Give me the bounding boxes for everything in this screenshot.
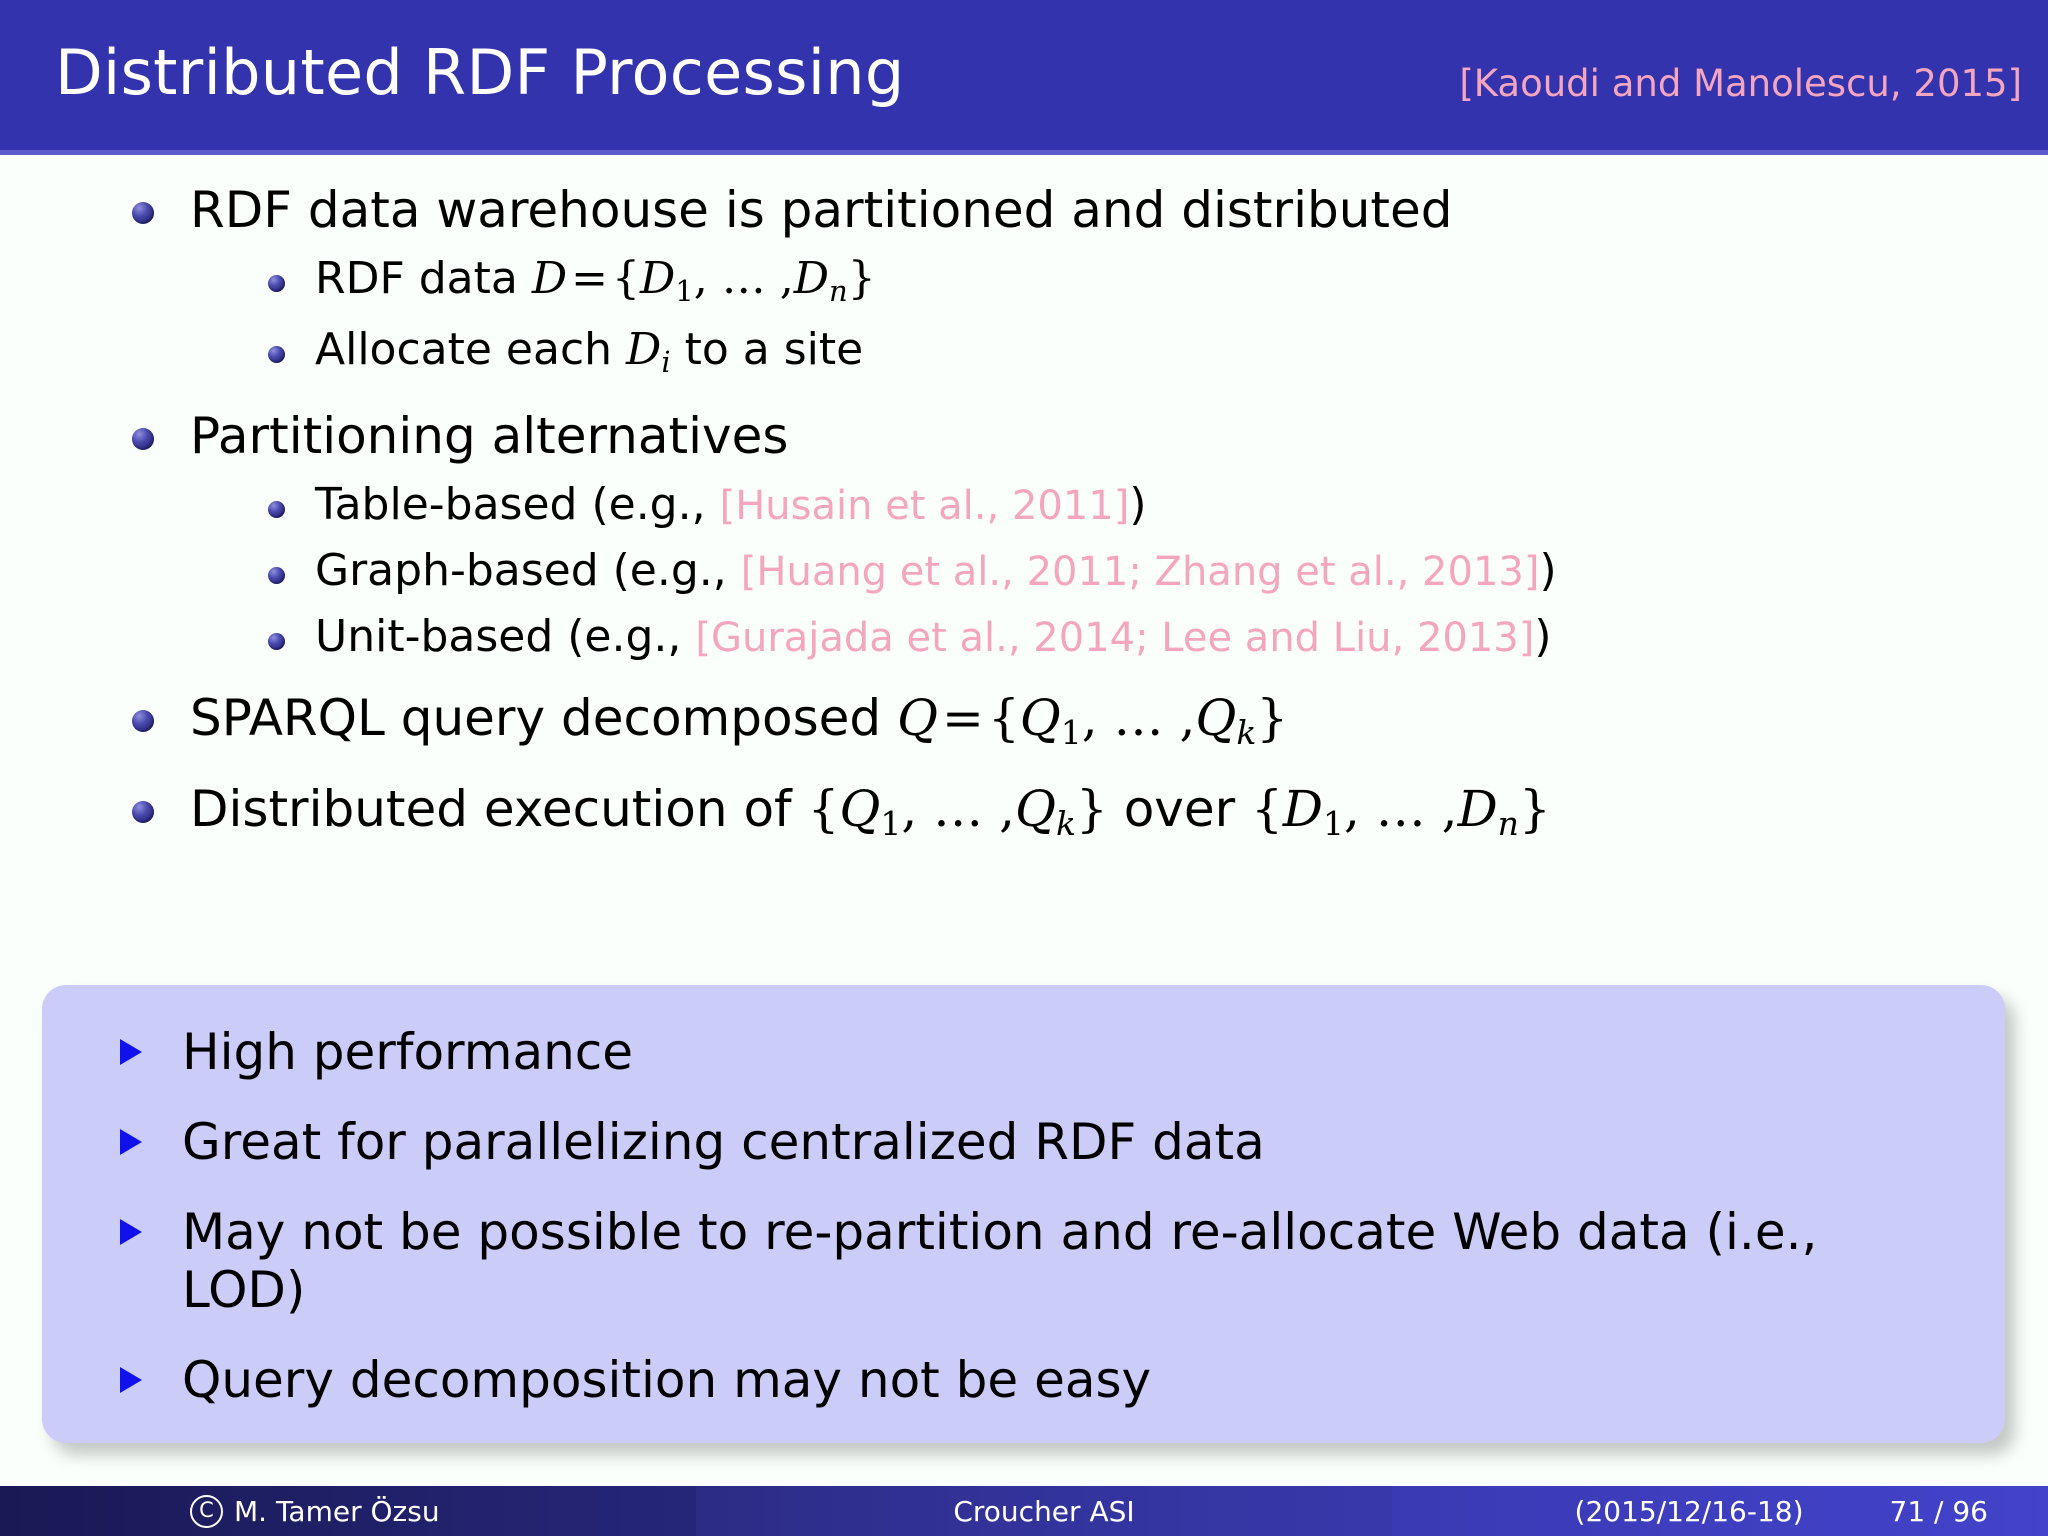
block-item-label: High performance [182,1023,634,1081]
math-var-Q: Q [1014,779,1056,838]
word-over: over [1123,779,1236,838]
subbullet-text-pre: Allocate each [315,324,613,376]
math-ellipsis: , … , [1081,689,1196,748]
highlight-block-wrapper: High performance Great for parallelizing… [42,985,2005,1443]
math-var-D: D [1457,779,1498,838]
triangle-bullet-icon [120,1367,142,1393]
footer-meta-segment: (2015/12/16-18) 71 / 96 [1392,1486,2048,1536]
ball-bullet-icon [132,428,154,451]
footer-author-segment: C M. Tamer Özsu [0,1486,696,1536]
math-subscript-1: 1 [1060,713,1082,753]
math-subscript-1: 1 [675,274,694,309]
close-paren: ) [1534,611,1552,663]
subbullet-unit-based: Unit-based (e.g., [Gurajada et al., 2014… [0,615,2048,659]
subbullet-allocate-site: Allocate each Di to a site [0,328,2048,377]
ball-bullet-icon [268,346,285,364]
math-open-brace: { [987,689,1020,748]
math-equals: = [942,689,984,748]
copyright-icon: C [190,1494,223,1528]
citation-gurajada-lee: [Gurajada et al., 2014; Lee and Liu, 201… [695,615,1535,662]
subbullet-graph-based: Graph-based (e.g., [Huang et al., 2011; … [0,549,2048,593]
bullet-text-pre: Distributed execution of [190,779,792,838]
bullet-rdf-warehouse: RDF data warehouse is partitioned and di… [0,185,2048,235]
close-paren: ) [1129,479,1147,531]
ball-bullet-icon [132,800,154,823]
subbullet-text-pre: Graph-based (e.g., [315,545,727,597]
math-open-brace: { [1251,779,1283,838]
math-var-D: D [793,253,830,304]
math-subscript-n: n [829,274,848,309]
bullet-text: RDF data warehouse is partitioned and di… [190,181,1453,239]
ball-bullet-icon [268,275,285,292]
triangle-bullet-icon [120,1129,142,1155]
citation-huang-zhang: [Huang et al., 2011; Zhang et al., 2013] [740,549,1540,596]
math-subscript-i: i [661,345,671,380]
subbullet-rdf-data: RDF data D={D1, … ,Dn} [0,257,2048,306]
subbullet-text-post: to a site [684,324,864,376]
footer-venue: Croucher ASI [953,1494,1135,1528]
close-paren: ) [1539,545,1557,597]
math-open-brace: { [807,779,840,838]
math-var-Q: Q [839,779,881,838]
math-var-Q: Q [1019,689,1061,748]
page-title: Distributed RDF Processing [55,36,905,109]
math-ellipsis: , … , [693,253,794,304]
block-item-high-performance: High performance [42,1023,2005,1081]
footer-page-number: 71 / 96 [1889,1494,1989,1528]
block-item-label: Great for parallelizing centralized RDF … [182,1113,1265,1171]
slide-footer: C M. Tamer Özsu Croucher ASI (2015/12/16… [0,1486,2048,1536]
math-var-D: D [1282,779,1323,838]
footer-date: (2015/12/16-18) [1574,1494,1804,1528]
math-equals: = [571,253,609,304]
bullet-distributed-execution: Distributed execution of {Q1, … ,Qk} ove… [0,784,2048,840]
footer-author: M. Tamer Özsu [234,1494,440,1528]
subbullet-text-pre: Table-based (e.g., [315,479,706,531]
triangle-bullet-icon [120,1039,142,1065]
math-var-D: D [640,253,676,304]
ball-bullet-icon [268,567,285,585]
slide-content: RDF data warehouse is partitioned and di… [0,155,2048,840]
math-subscript-k: k [1055,803,1076,843]
bullet-partitioning-alternatives: Partitioning alternatives [0,411,2048,461]
header-rule [0,150,2048,155]
block-item-label: May not be possible to re-partition and … [182,1203,1818,1319]
bullet-text: Partitioning alternatives [190,407,789,466]
triangle-bullet-icon [120,1219,142,1245]
ball-bullet-icon [268,633,285,651]
math-subscript-k: k [1236,713,1257,753]
math-var-Q: Q [1195,689,1237,748]
bullet-sparql-decomposed: SPARQL query decomposed Q={Q1, … ,Qk} [0,693,2048,750]
ball-bullet-icon [132,202,154,224]
subbullet-table-based: Table-based (e.g., [Husain et al., 2011]… [0,483,2048,527]
ball-bullet-icon [132,710,154,733]
math-close-brace: } [1256,689,1289,748]
math-var-D: D [531,253,568,304]
block-item-query-decomposition: Query decomposition may not be easy [42,1351,2005,1409]
highlight-block: High performance Great for parallelizing… [42,985,2005,1443]
math-var-D: D [626,324,662,376]
math-close-brace: } [847,253,876,304]
math-ellipsis: , … , [901,779,1015,838]
math-close-brace: } [1075,779,1108,838]
math-ellipsis: , … , [1344,779,1458,838]
math-close-brace: } [1518,779,1551,838]
ball-bullet-icon [268,501,285,519]
math-subscript-n: n [1497,803,1519,843]
bullet-text-pre: SPARQL query decomposed [190,689,882,748]
slide-header [0,0,2048,150]
footer-venue-segment: Croucher ASI [696,1486,1392,1536]
subbullet-text-pre: Unit-based (e.g., [315,611,682,663]
citation-husain: [Husain et al., 2011] [719,483,1130,530]
header-citation: [Kaoudi and Manolescu, 2015] [1459,62,2022,105]
block-item-label: Query decomposition may not be easy [182,1351,1152,1409]
math-subscript-1: 1 [1323,803,1344,843]
math-open-brace: { [612,253,641,304]
math-subscript-1: 1 [880,803,902,843]
subbullet-text: RDF data [315,253,518,304]
math-var-Q: Q [897,689,939,748]
block-item-parallelizing: Great for parallelizing centralized RDF … [42,1113,2005,1171]
block-item-repartition-web-data: May not be possible to re-partition and … [42,1203,2005,1319]
